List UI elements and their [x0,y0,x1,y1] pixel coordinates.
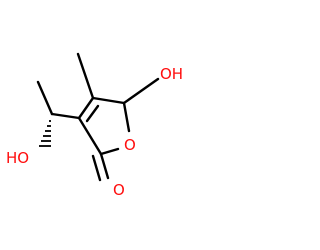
ring-oxygen-label: O [124,136,136,154]
bond-c3-c4-double [85,104,100,123]
bond-c3-ch [50,112,81,120]
molecule-structure: OH HO O O [6,52,183,199]
hashed-wedge-bond [39,120,51,147]
bond-o1-c2 [99,147,120,156]
bond-c2-o-carbonyl-double [91,154,102,182]
bond-c5-oh [122,77,160,105]
bond-c4-methyl [76,52,95,100]
bond-c3-c4 [77,96,95,120]
atom-labels: OH HO O O [6,65,183,199]
carbonyl-oxygen-label: O [113,181,125,199]
bond-c5-o1 [122,101,131,133]
bond-ch-methyl [36,80,54,116]
bond-c4-c5 [91,96,126,105]
bonds [36,52,160,182]
hydroxyl-left-label: HO [6,149,29,167]
bond-c2-c3 [77,116,103,156]
bond-c2-o-carbonyl [99,152,110,180]
hydroxyl-top-right-label: OH [160,65,183,83]
